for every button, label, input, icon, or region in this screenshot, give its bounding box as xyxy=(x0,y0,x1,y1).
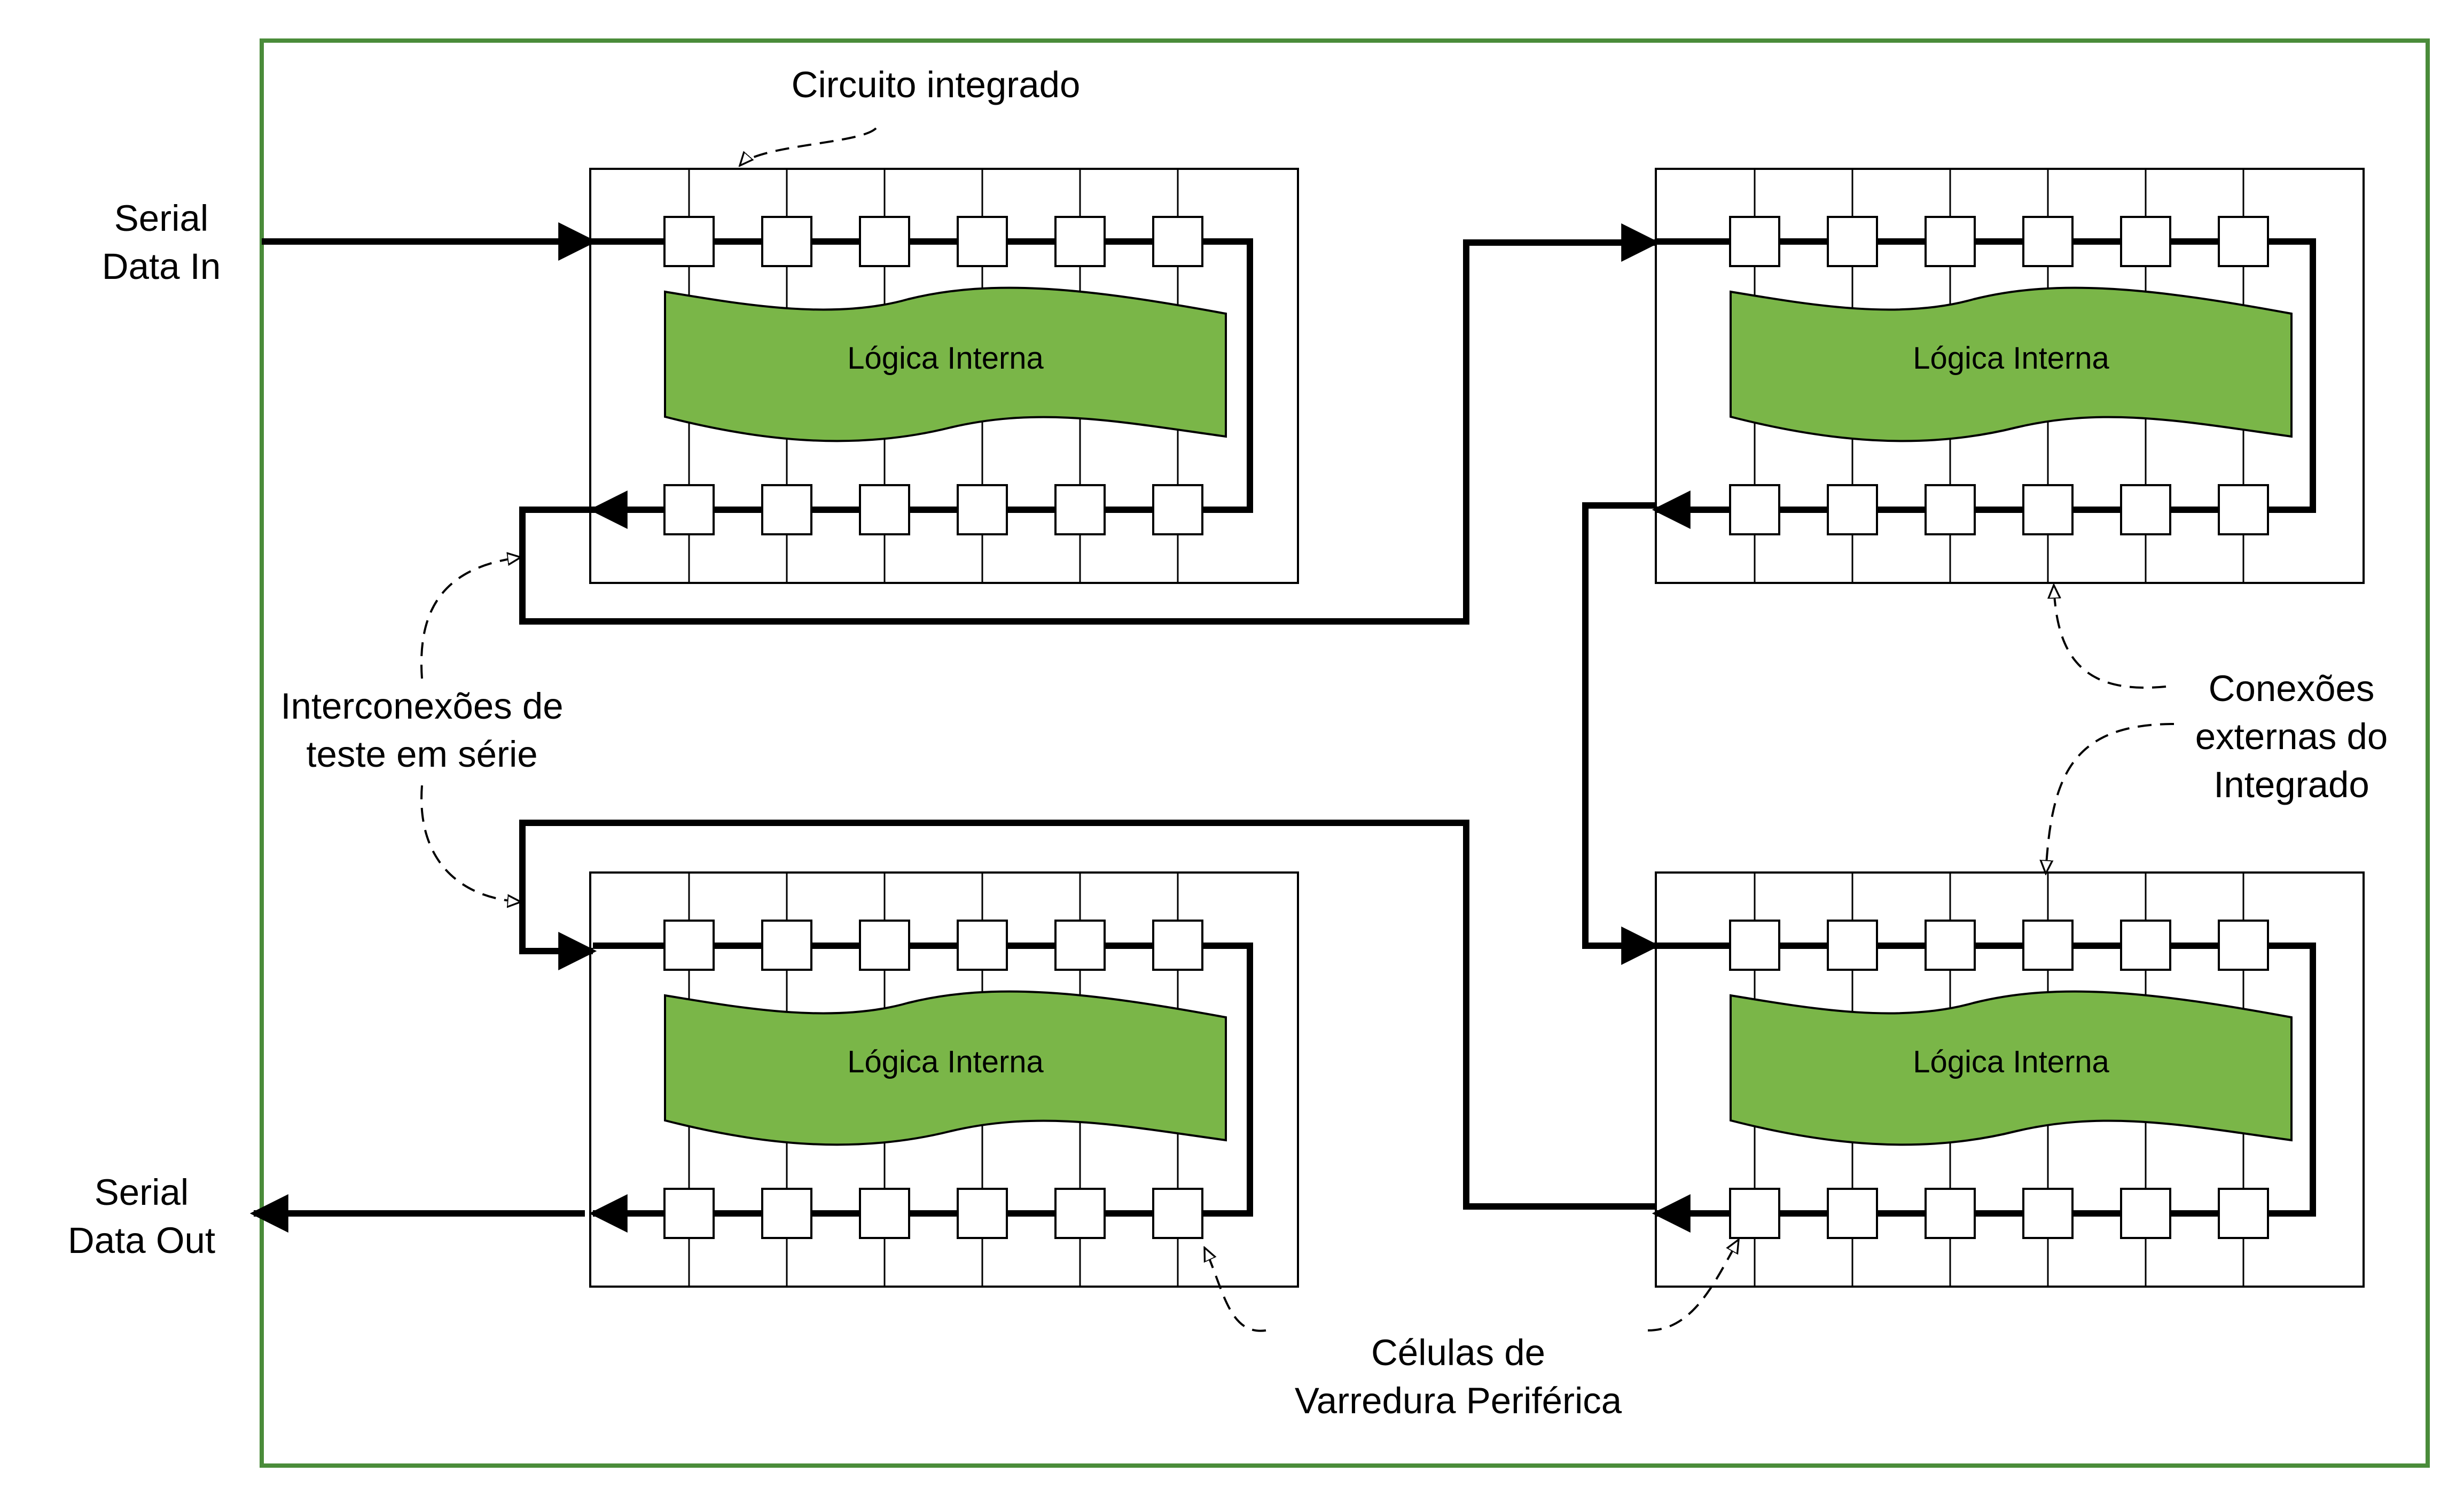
scan-chain-wiring xyxy=(249,222,2316,1233)
scan-cell-top-2 xyxy=(1827,920,1878,971)
scan-cell-bottom-5 xyxy=(1054,1188,1106,1239)
scan-cell-bottom-5 xyxy=(2120,1188,2171,1239)
chip-outline xyxy=(589,871,1299,1288)
scan-cell-top-6 xyxy=(1152,216,1203,267)
conexoes-label-line1: Conexões xyxy=(2209,668,2375,709)
scan-cell-bottom-3 xyxy=(859,1188,910,1239)
scan-cell-bottom-5 xyxy=(1054,484,1106,535)
labels: Serial Data In Serial Data Out Circuito … xyxy=(68,64,2388,1421)
circuito-label: Circuito integrado xyxy=(792,64,1081,105)
scan-cell-bottom-4 xyxy=(2022,484,2074,535)
scan-cell-top-5 xyxy=(2120,216,2171,267)
scan-cell-bottom-6 xyxy=(1152,1188,1203,1239)
chip1-loop-wire xyxy=(589,238,1253,529)
scan-cell-bottom-6 xyxy=(2218,1188,2269,1239)
scan-cell-top-1 xyxy=(663,216,715,267)
serial-out-label-line2: Data Out xyxy=(68,1220,215,1261)
conexoes-upper-callout xyxy=(2054,585,2166,689)
scan-cell-top-3 xyxy=(859,216,910,267)
scan-cell-top-5 xyxy=(2120,920,2171,971)
scan-cell-top-6 xyxy=(1152,920,1203,971)
scan-cell-bottom-6 xyxy=(1152,484,1203,535)
scan-cell-bottom-1 xyxy=(663,1188,715,1239)
chip-4-cells xyxy=(1729,920,2269,1239)
scan-cell-top-1 xyxy=(663,920,715,971)
logic-block xyxy=(1730,286,2293,442)
scan-cell-bottom-1 xyxy=(1729,484,1780,535)
chip2-to-chip4-wire xyxy=(1582,502,1660,965)
scan-cell-bottom-3 xyxy=(1925,484,1976,535)
scan-cell-top-4 xyxy=(957,216,1008,267)
chip-outline xyxy=(589,168,1299,584)
chip1-to-chip2-wire xyxy=(519,223,1660,625)
scan-cell-top-2 xyxy=(761,216,812,267)
logic-block xyxy=(664,990,1227,1146)
celulas-label-line1: Células de xyxy=(1371,1332,1545,1373)
scan-cell-top-1 xyxy=(1729,920,1780,971)
chip-2-cells xyxy=(1729,216,2269,535)
scan-cell-bottom-3 xyxy=(859,484,910,535)
scan-cell-top-6 xyxy=(2218,216,2269,267)
interconexoes-label-line1: Interconexões de xyxy=(280,686,563,727)
chip-outline xyxy=(1655,168,2365,584)
scan-cell-top-6 xyxy=(2218,920,2269,971)
chip-1-cells xyxy=(663,216,1203,535)
interconexoes-upper-callout xyxy=(420,557,521,679)
conexoes-label-line3: Integrado xyxy=(2213,764,2369,805)
circuito-callout xyxy=(740,127,877,166)
scan-cell-bottom-2 xyxy=(1827,484,1878,535)
logic-block xyxy=(1730,990,2293,1146)
conexoes-label-line2: externas do xyxy=(2195,716,2388,757)
scan-cell-top-5 xyxy=(1054,920,1106,971)
chip2-loop-wire xyxy=(1652,238,2316,529)
celulas-label-line2: Varredura Periférica xyxy=(1295,1380,1622,1421)
serial-in-label-line1: Serial xyxy=(114,198,208,239)
scan-cell-bottom-2 xyxy=(1827,1188,1878,1239)
chip-2: Lógica Interna xyxy=(1655,168,2365,584)
scan-cell-top-1 xyxy=(1729,216,1780,267)
logic-block xyxy=(664,286,1227,442)
chip4-to-chip3-wire xyxy=(519,820,1656,1210)
scan-cell-bottom-2 xyxy=(761,1188,812,1239)
logic-label: Lógica Interna xyxy=(1913,1045,2109,1079)
scan-cell-bottom-4 xyxy=(957,484,1008,535)
interconexoes-label-line2: teste em série xyxy=(306,734,537,775)
serial-out-label-line1: Serial xyxy=(95,1172,189,1213)
logic-label: Lógica Interna xyxy=(1913,341,2109,376)
chip4-loop-wire xyxy=(1652,943,2316,1233)
celulas-left-callout xyxy=(1203,1248,1266,1332)
chip-outline xyxy=(1655,871,2365,1288)
serial-in-label-line2: Data In xyxy=(102,246,221,287)
chip3-loop-wire xyxy=(589,943,1253,1233)
chip-3-cells xyxy=(663,920,1203,1239)
scan-cell-bottom-5 xyxy=(2120,484,2171,535)
scan-cell-top-3 xyxy=(1925,216,1976,267)
scan-cell-top-4 xyxy=(957,920,1008,971)
scan-cell-top-3 xyxy=(1925,920,1976,971)
scan-cell-top-2 xyxy=(1827,216,1878,267)
chip-4: Lógica Interna xyxy=(1655,871,2365,1288)
scan-cell-bottom-4 xyxy=(957,1188,1008,1239)
scan-cell-bottom-1 xyxy=(663,484,715,535)
scan-cell-bottom-4 xyxy=(2022,1188,2074,1239)
interconexoes-lower-callout xyxy=(420,785,521,902)
logic-label: Lógica Interna xyxy=(847,1045,1044,1079)
scan-cell-top-4 xyxy=(2022,216,2074,267)
scan-cell-top-3 xyxy=(859,920,910,971)
scan-cell-top-2 xyxy=(761,920,812,971)
scan-cell-bottom-2 xyxy=(761,484,812,535)
scan-cell-bottom-3 xyxy=(1925,1188,1976,1239)
scan-cell-top-4 xyxy=(2022,920,2074,971)
logic-label: Lógica Interna xyxy=(847,341,1044,376)
scan-cell-bottom-6 xyxy=(2218,484,2269,535)
scan-cells-overlay xyxy=(663,216,2269,1239)
outer-frame xyxy=(260,38,2430,1468)
scan-cell-bottom-1 xyxy=(1729,1188,1780,1239)
callout-curves xyxy=(420,127,2174,1332)
conexoes-lower-callout xyxy=(2046,723,2174,874)
celulas-right-callout xyxy=(1647,1240,1739,1331)
scan-cell-top-5 xyxy=(1054,216,1106,267)
